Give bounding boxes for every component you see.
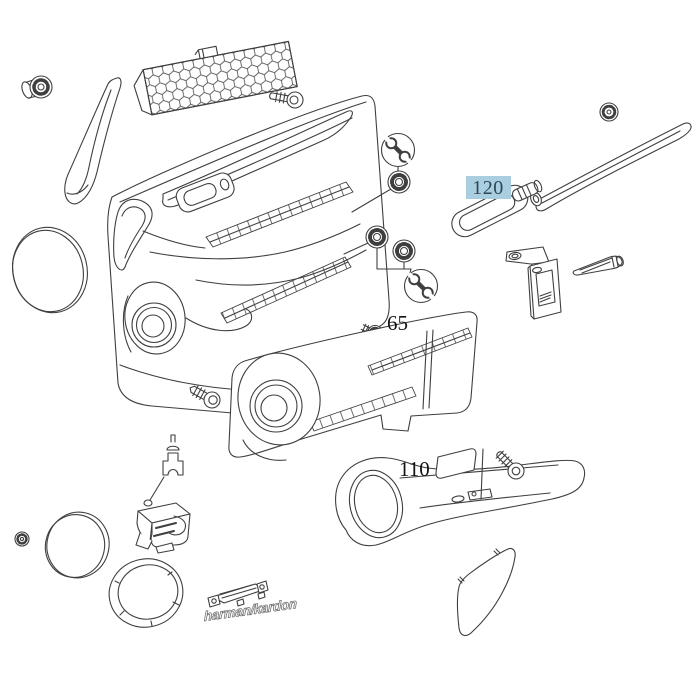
barrel-clip-icon bbox=[511, 179, 543, 202]
clip-icon bbox=[14, 531, 30, 547]
sail-panel-trim bbox=[64, 77, 122, 205]
door-speaker bbox=[122, 281, 186, 355]
fastener-symbols-column bbox=[343, 132, 439, 304]
callout-120[interactable]: 120 bbox=[466, 176, 511, 199]
grille-clip-icon bbox=[194, 45, 219, 60]
grommet-icon bbox=[392, 239, 416, 263]
speaker-seal-ring bbox=[12, 226, 88, 314]
inner-handle-unit bbox=[135, 499, 191, 554]
grommet-icon bbox=[387, 170, 411, 194]
mount-bracket bbox=[505, 246, 562, 320]
triangle-cover bbox=[456, 547, 516, 637]
armrest-pull-handle bbox=[335, 448, 586, 547]
lock-knob-guide bbox=[149, 452, 184, 501]
lower-door-panel bbox=[228, 311, 478, 461]
clip-fastener-icon bbox=[21, 75, 53, 99]
nut-clip-icon bbox=[599, 102, 619, 122]
callout-65-label[interactable]: 65 bbox=[387, 311, 408, 335]
gasket-ring bbox=[44, 511, 110, 579]
upper-door-panel bbox=[107, 94, 390, 415]
screw-icon bbox=[269, 91, 304, 109]
badge-bracket bbox=[207, 580, 269, 608]
wrench-circle-icon bbox=[380, 132, 416, 168]
wrench-circle-icon bbox=[403, 268, 439, 304]
window-switch-bezel bbox=[175, 172, 235, 213]
lock-knob-pin bbox=[166, 434, 180, 451]
grommet-icon bbox=[365, 225, 389, 249]
callout-110-label[interactable]: 110 bbox=[399, 457, 430, 481]
callout-120-highlight bbox=[466, 176, 511, 199]
speaker-grille bbox=[133, 40, 298, 116]
callout-120-label[interactable]: 120 bbox=[472, 177, 504, 199]
speaker-trim-ring bbox=[108, 558, 184, 628]
bit-tool-icon bbox=[572, 255, 624, 276]
beltline-trim-strip bbox=[530, 122, 692, 212]
push-pin-icon bbox=[189, 385, 221, 409]
screw-icon bbox=[495, 450, 525, 480]
door-speaker-lower bbox=[237, 352, 321, 461]
trim-plate bbox=[435, 448, 477, 479]
